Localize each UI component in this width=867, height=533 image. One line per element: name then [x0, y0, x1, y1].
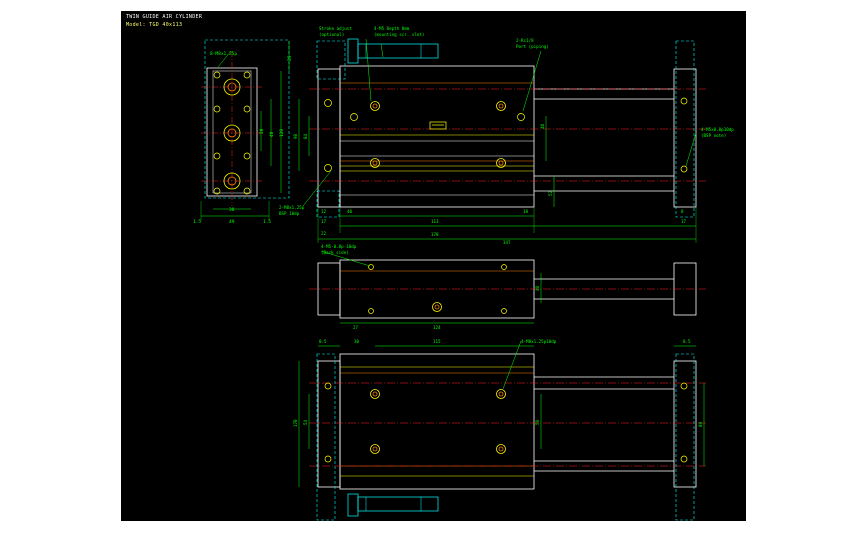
dim-end-w: 49: [229, 219, 235, 225]
bottom-view: [298, 340, 706, 521]
dim-top-178: 178: [431, 232, 439, 237]
label-top-left: 8-M8x1.25p: [210, 51, 237, 57]
dim-bot-170: 170: [293, 419, 298, 427]
dim-mid-27: 27: [353, 325, 359, 330]
dim-end-h5: 25: [287, 55, 293, 61]
label-mid2: (Back side): [321, 250, 349, 255]
label-port2: Port (piping): [516, 44, 549, 49]
dim-bot-8a: 8.5: [319, 339, 327, 344]
label-lower: 4-M8x1.25p10dp: [521, 339, 557, 344]
dim-top-12: 12: [321, 209, 327, 214]
dim-end-h2: 40: [269, 131, 275, 137]
dim-top-113: 113: [431, 219, 439, 224]
label-breather: Stroke adjust: [319, 26, 352, 31]
label-right-tap2: (BSP note): [701, 133, 726, 138]
label-bolt: 4-M5 Depth 8mm: [374, 26, 410, 31]
label-bottom-left2: BSP 10dp: [279, 211, 300, 216]
label-breather2: (optional): [319, 32, 344, 37]
middle-view: [309, 250, 706, 324]
dim-end-edge-r: 1.5: [263, 219, 271, 225]
dim-end-h3: 120: [279, 129, 285, 137]
end-view: [200, 39, 290, 221]
dim-top-347: 347: [503, 240, 511, 245]
dim-top-8: 8: [681, 209, 684, 214]
dim-top-17b: 17: [681, 219, 687, 224]
dim-mid-124: 124: [433, 325, 441, 330]
drawing-title: TWIN GUIDE AIR CYLINDER: [126, 14, 203, 20]
dim-bot-50: 50: [535, 419, 540, 425]
dim-end-inner: 38: [229, 207, 235, 213]
dim-end-edge-l: 1.5: [193, 219, 201, 225]
dim-top-17a: 17: [321, 219, 327, 224]
drawing-svg: 8-M8x1.25p 38 49 1.5 1.5 20 40 120 25: [193, 26, 734, 521]
dim-bot-115: 115: [433, 339, 441, 344]
dim-top-84: 84: [303, 133, 308, 139]
dim-bot-30: 30: [354, 339, 360, 344]
label-port: 2-Rc1/8: [516, 38, 534, 43]
dim-top-22: 22: [321, 231, 327, 236]
cad-drawing-canvas: TWIN GUIDE AIR CYLINDER Model: TGD 40x11…: [121, 11, 746, 521]
dim-top-40b: 40: [540, 123, 545, 129]
drawing-model: Model: TGD 40x113: [126, 22, 183, 28]
top-view: [298, 38, 706, 243]
dim-top-40: 40: [347, 209, 353, 214]
label-bottom-left: 2-M8x1.25p: [279, 205, 305, 210]
dim-bot-89: 89: [698, 421, 703, 427]
label-mid: 4-M5-0.8p-10dp: [321, 244, 357, 249]
dim-end-h1: 20: [259, 128, 265, 134]
dim-mid-40: 40: [535, 285, 540, 291]
dim-top-52: 52: [548, 190, 553, 196]
dim-bot-8b: 8.5: [683, 339, 691, 344]
dim-top-18: 18: [523, 209, 529, 214]
label-right-tap: 4-M5x0.8p10dp: [701, 127, 734, 132]
label-bolt2: (mounting scr. slot): [374, 32, 424, 37]
dim-top-98: 98: [293, 133, 298, 139]
dim-bot-54: 54: [303, 419, 308, 425]
